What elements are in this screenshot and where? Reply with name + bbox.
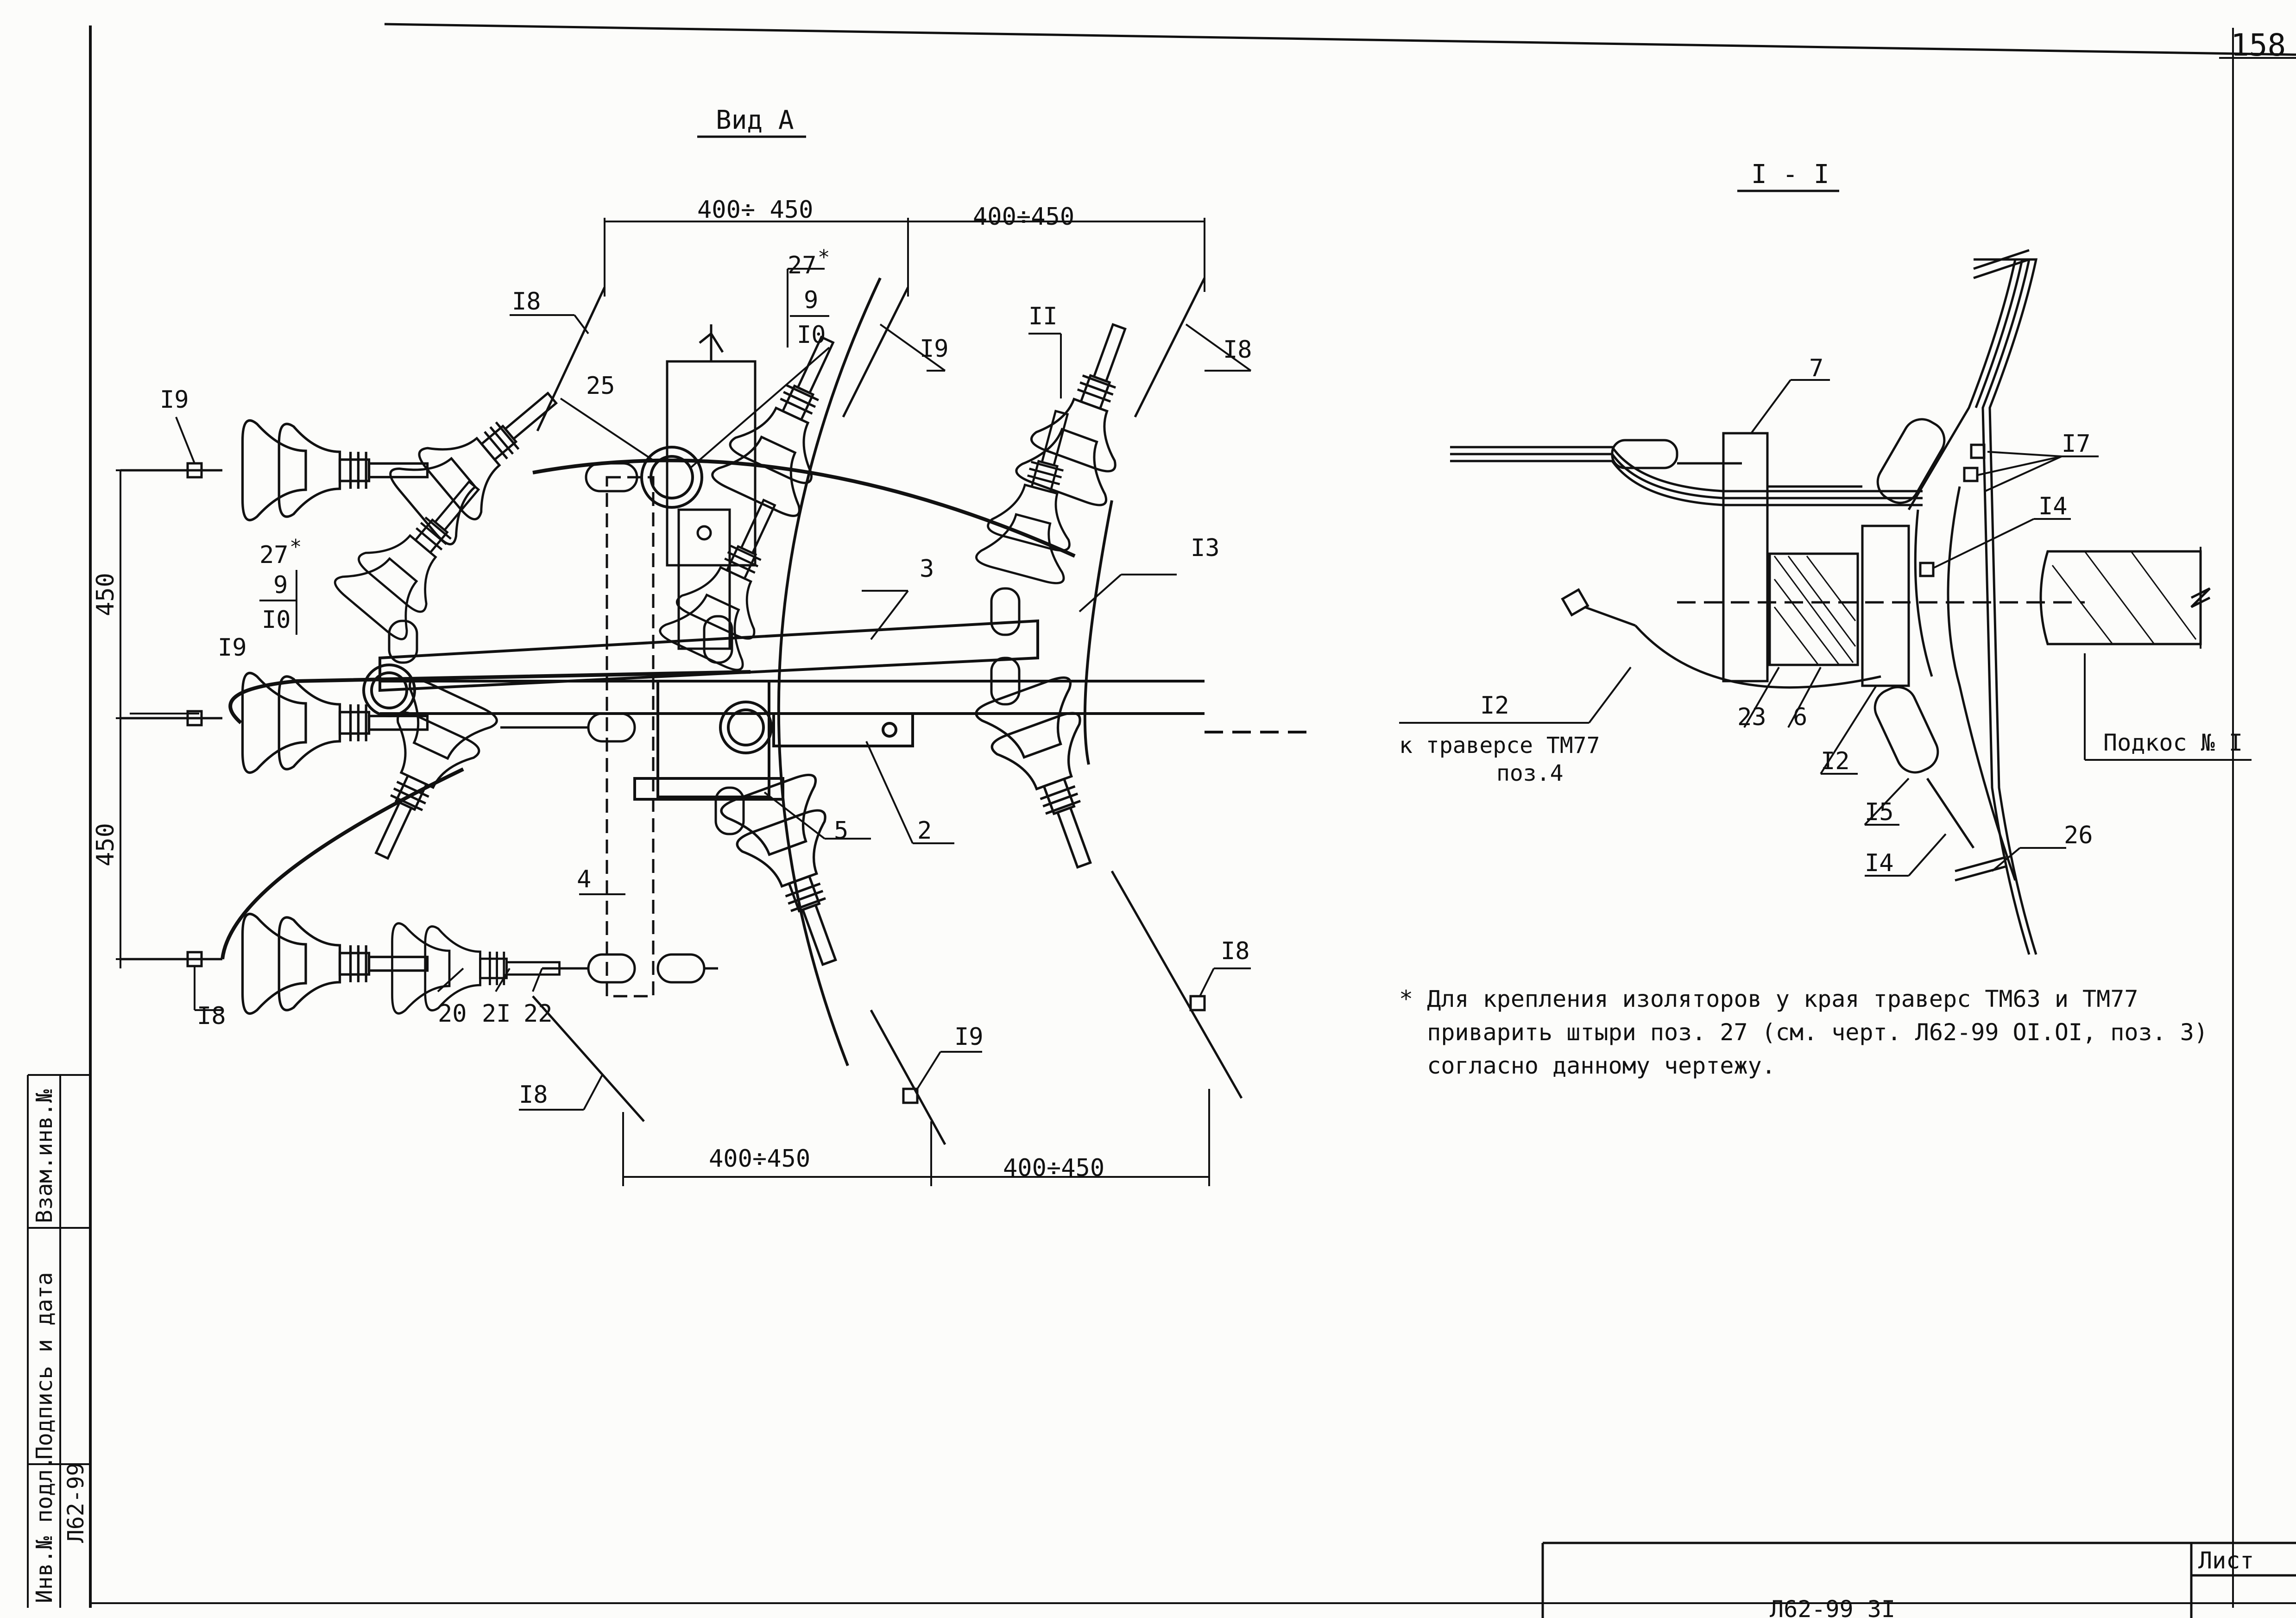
rings [362, 446, 773, 754]
section-title: I - I [1751, 159, 1829, 190]
terminal-clamps [120, 277, 1243, 1145]
shackles [388, 462, 1021, 984]
section-leader-lines [1399, 379, 2252, 877]
title-block-sheet-label: Лист [2198, 1547, 2254, 1574]
dim-vertical-top: 450 [92, 573, 120, 616]
callout-19-left-top: I9 [160, 386, 189, 414]
dim-vertical-bottom: 450 [92, 823, 120, 866]
callout-21: 2I [482, 1000, 511, 1028]
note-line-1: * Для крепления изоляторов у края травер… [1399, 982, 2270, 1016]
callout-7: 7 [1809, 354, 1823, 382]
title-block-code: Л62-99 ЗI [1770, 1596, 1895, 1618]
section-geometry [1450, 249, 2211, 955]
callout-18-right-bottom: I8 [1221, 937, 1250, 965]
callout-27-top-asterisk: * [818, 246, 830, 269]
callout-14-top: I4 [2038, 493, 2068, 520]
side-stamp [27, 1074, 90, 1608]
callout-20: 20 [438, 1000, 467, 1028]
sheet-number: 158 [2231, 27, 2286, 63]
sheet-frame [89, 23, 2296, 1608]
callout-13: I3 [1191, 534, 1220, 562]
note-block: * Для крепления изоляторов у края травер… [1399, 982, 2270, 1082]
callout-19-top: I9 [920, 335, 949, 363]
callout-10-top: I0 [797, 321, 826, 349]
callout-15: I5 [1865, 798, 1894, 826]
stamp-signature-date: Подпись и дата [32, 1272, 57, 1460]
dim-bottom-right: 400÷450 [1003, 1154, 1104, 1182]
callout-17: I7 [2062, 430, 2091, 458]
callout-11: II [1028, 303, 1058, 330]
callout-22: 22 [524, 1000, 553, 1028]
brace-label: Подкос № I [2103, 729, 2243, 756]
callout-9-top: 9 [804, 286, 818, 314]
note-marker: * [1399, 986, 1413, 1012]
callout-10-left: I0 [262, 606, 291, 634]
callout-5: 5 [834, 817, 848, 845]
callout-12-bottom: I2 [1821, 747, 1850, 775]
note-text-2: приварить штыри поз. 27 (см. черт. Л62-9… [1427, 1019, 2208, 1046]
section-callouts: 7 I7 I4 I2 к траверсе ТМ77 поз.4 23 6 I2… [1399, 354, 2243, 877]
callout-2: 2 [917, 817, 932, 845]
callout-9-left: 9 [273, 571, 288, 599]
stamp-substitute-inv: Взам.инв.№ [32, 1089, 57, 1223]
leader-lines [130, 268, 1252, 1111]
callout-12-top: I2 [1480, 692, 1509, 720]
to-traverse-line1: к траверсе ТМ77 [1399, 733, 1600, 758]
traverse-beams [378, 619, 1306, 801]
section-1-1: I - I [1399, 159, 2252, 955]
callout-27-left: 27 [259, 541, 289, 569]
dim-top-right: 400÷450 [973, 203, 1074, 231]
callout-18-top: I8 [512, 288, 541, 316]
callout-19-left-mid: I9 [218, 634, 247, 662]
dim-bottom-left: 400÷450 [709, 1145, 810, 1173]
callout-18-bottom: I8 [519, 1081, 548, 1109]
view-a: Вид А 400÷ 450 400÷450 450 450 400÷450 4… [92, 105, 1306, 1186]
dim-top-left: 400÷ 450 [697, 196, 813, 224]
callout-14-bottom: I4 [1865, 849, 1894, 877]
callout-27-top: 27 [788, 252, 817, 279]
note-text-3: согласно данному чертежу. [1427, 1052, 1776, 1079]
view-a-callouts: I8 I9 I8 II 25 27 * 9 I0 I9 27 * 9 I0 I9… [160, 246, 1252, 1109]
note-line-3: согласно данному чертежу. [1399, 1049, 2270, 1082]
callout-23: 23 [1737, 703, 1766, 731]
callout-18-left-bottom: I8 [197, 1002, 226, 1030]
title-block [1541, 1542, 2296, 1618]
stamp-inv-orig: Инв.№ подл. [32, 1456, 57, 1603]
callout-26: 26 [2064, 822, 2093, 849]
callout-27-left-asterisk: * [290, 535, 302, 559]
callout-6: 6 [1793, 703, 1807, 731]
note-text-1: Для крепления изоляторов у края траверс … [1427, 986, 2138, 1012]
to-traverse-line2: поз.4 [1496, 760, 1564, 786]
view-a-title: Вид А [716, 105, 794, 135]
note-line-2: приварить штыри поз. 27 (см. черт. Л62-9… [1399, 1016, 2270, 1049]
callout-18-top-right: I8 [1223, 336, 1252, 364]
stamp-code: Л62-99 [63, 1463, 89, 1543]
callout-4: 4 [577, 866, 591, 893]
callout-19-bottom: I9 [954, 1023, 984, 1051]
pole [606, 324, 757, 998]
callout-3: 3 [920, 555, 934, 583]
callout-25: 25 [586, 372, 615, 400]
